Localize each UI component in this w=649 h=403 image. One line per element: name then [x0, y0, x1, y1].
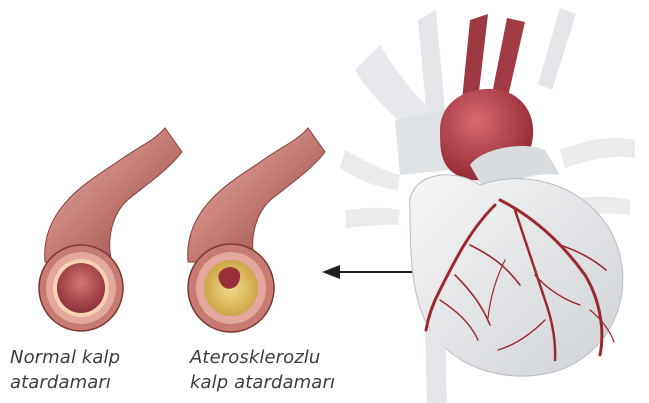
caption-athero-line2: kalp atardamarı — [190, 370, 335, 395]
caption-normal-line1: Normal kalp — [10, 345, 120, 370]
heart-illustration — [340, 8, 635, 403]
caption-athero-line1: Aterosklerozlu — [190, 345, 335, 370]
caption-atherosclerotic-artery: Aterosklerozlu kalp atardamarı — [190, 345, 335, 395]
atherosclerotic-artery-illustration — [188, 128, 325, 332]
caption-normal-artery: Normal kalp atardamarı — [10, 345, 120, 395]
normal-artery-illustration — [39, 128, 182, 331]
caption-normal-line2: atardamarı — [10, 370, 120, 395]
